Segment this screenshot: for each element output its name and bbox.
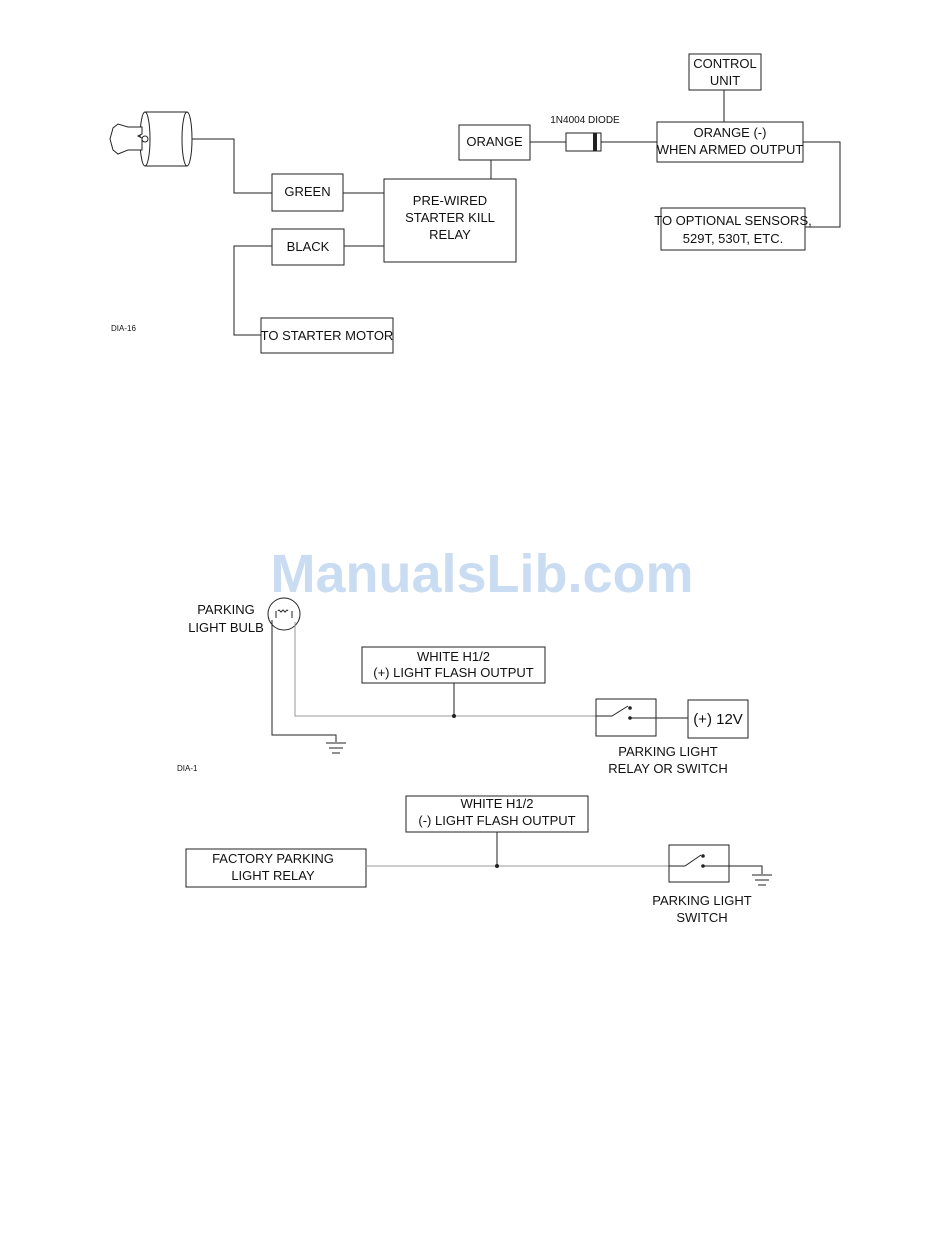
bulb-label-line2: LIGHT BULB — [188, 620, 264, 635]
control-unit-line2: UNIT — [710, 73, 740, 88]
orange-wire-box — [458, 124, 531, 161]
diode-label: 1N4004 DIODE — [550, 115, 620, 126]
relay-label-line2: STARTER KILL — [405, 210, 495, 225]
positive-light-flash-diagram: PARKING LIGHT BULB WHITE H1/2 (+) LIGHT … — [177, 597, 749, 776]
white-positive-line2: (+) LIGHT FLASH OUTPUT — [373, 665, 534, 680]
junction-dot-2 — [495, 864, 499, 868]
switch-label-line1: PARKING LIGHT — [652, 893, 752, 908]
sensors-line2: 529T, 530T, ETC. — [683, 231, 783, 246]
armed-output-box — [656, 121, 804, 163]
switch-label-line2: SWITCH — [676, 910, 727, 925]
diagram2-ref: DIA-1 — [177, 764, 198, 773]
twelve-volt-box — [687, 699, 749, 739]
white-positive-line1: WHITE H1/2 — [417, 649, 490, 664]
wire-armed-to-sensors — [803, 141, 841, 228]
factory-relay-line2: LIGHT RELAY — [231, 868, 315, 883]
relay-switch-line1: PARKING LIGHT — [618, 744, 718, 759]
relay-switch-line2: RELAY OR SWITCH — [608, 761, 727, 776]
starter-kill-diagram: GREEN BLACK PRE-WIRED STARTER KILL RELAY… — [109, 53, 841, 354]
parking-light-bulb-icon — [267, 597, 301, 631]
starter-motor-label: TO STARTER MOTOR — [261, 328, 394, 343]
wire-ignition-to-green — [192, 138, 272, 194]
black-wire-box — [271, 228, 345, 266]
starter-motor-box — [260, 317, 394, 354]
watermark: ManualsLib.com — [270, 544, 693, 604]
white-negative-line2: (-) LIGHT FLASH OUTPUT — [418, 813, 575, 828]
optional-sensors-box — [660, 207, 806, 251]
white-negative-line1: WHITE H1/2 — [461, 796, 534, 811]
junction-dot — [452, 714, 456, 718]
twelve-volt-label: (+) 12V — [693, 711, 743, 728]
relay-label-line1: PRE-WIRED — [413, 193, 487, 208]
diagram1-ref: DIA-16 — [111, 324, 136, 333]
green-label: GREEN — [284, 184, 330, 199]
starter-kill-relay-box — [383, 178, 517, 263]
wire-bulb-to-ground — [271, 620, 337, 742]
relay-switch-icon — [595, 698, 657, 737]
factory-relay-box — [185, 848, 367, 888]
armed-output-line1: ORANGE (-) — [694, 125, 767, 140]
diode-icon — [565, 132, 602, 152]
control-unit-line1: CONTROL — [693, 56, 757, 71]
armed-output-line2: WHEN ARMED OUTPUT — [657, 142, 804, 157]
bulb-label-line1: PARKING — [197, 602, 255, 617]
relay-label-line3: RELAY — [429, 227, 471, 242]
sensors-line1: TO OPTIONAL SENSORS, — [654, 213, 811, 228]
factory-relay-line1: FACTORY PARKING — [212, 851, 334, 866]
control-unit-box — [688, 53, 762, 91]
green-wire-box — [271, 173, 344, 212]
ground-icon — [326, 742, 346, 754]
ignition-key-icon — [109, 111, 193, 167]
white-positive-output-box — [361, 646, 546, 684]
negative-light-flash-diagram: WHITE H1/2 (-) LIGHT FLASH OUTPUT FACTOR… — [185, 795, 772, 925]
ground-icon-2 — [752, 874, 772, 886]
orange-label: ORANGE — [466, 134, 523, 149]
wire-black-to-starter — [233, 245, 272, 336]
parking-light-switch-icon — [668, 844, 763, 883]
black-label: BLACK — [287, 239, 330, 254]
wire-bulb-to-relay — [294, 622, 596, 717]
white-negative-output-box — [405, 795, 589, 833]
